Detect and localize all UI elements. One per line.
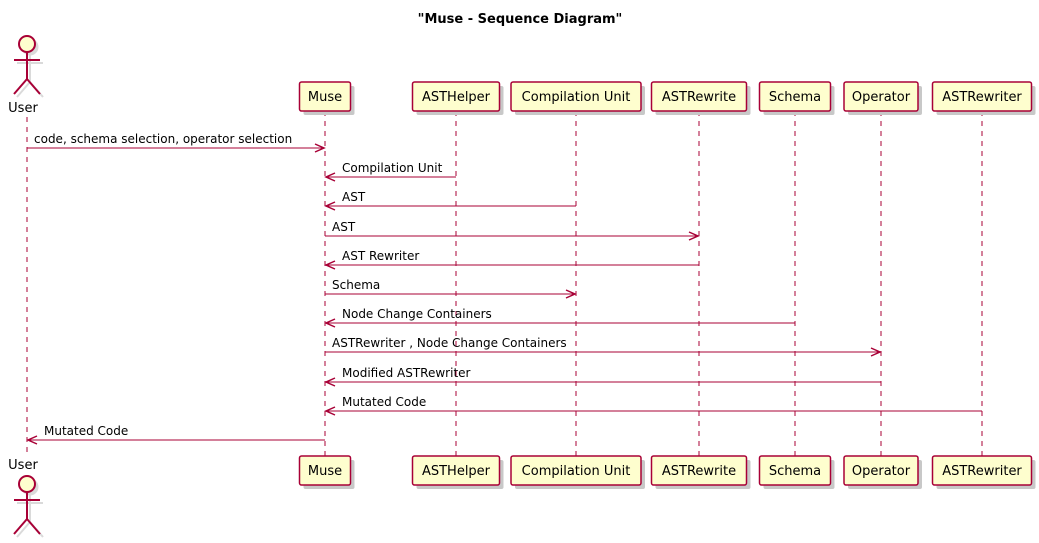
message-1: code, schema selection, operator selecti…: [27, 132, 326, 153]
message-9: Modified ASTRewriter: [324, 366, 881, 387]
message-label: Mutated Code: [342, 395, 426, 409]
participant-label: ASTHelper: [422, 464, 491, 479]
actor-label: User: [8, 458, 38, 473]
message-3: AST: [324, 190, 576, 211]
participant-label: Operator: [852, 90, 911, 105]
message-label: Node Change Containers: [342, 307, 492, 321]
message-label: ASTRewriter , Node Change Containers: [332, 336, 567, 350]
arrowhead-icon: [870, 347, 882, 357]
message-7: Node Change Containers: [324, 307, 795, 328]
participant-cu-bottom: Compilation Unit: [510, 455, 645, 489]
message-10: Mutated Code: [324, 395, 982, 416]
participant-asthelper-bottom: ASTHelper: [411, 455, 504, 489]
participant-label: ASTRewriter: [942, 464, 1022, 479]
actor-user-top: User: [8, 35, 44, 116]
arrowhead-icon: [688, 231, 700, 241]
stick-figure-actor-icon: [13, 35, 44, 98]
message-label: code, schema selection, operator selecti…: [34, 132, 292, 146]
message-label: AST: [332, 220, 356, 234]
participant-operator-bottom: Operator: [843, 455, 922, 489]
actor-user-bottom: User: [8, 458, 44, 538]
stick-figure-actor-icon: [13, 475, 44, 538]
participant-label: ASTRewrite: [662, 90, 736, 105]
participant-muse-top: Muse: [298, 81, 355, 115]
message-5: AST Rewriter: [324, 249, 699, 270]
participant-cu-top: Compilation Unit: [510, 81, 645, 115]
participant-astrewrite-bottom: ASTRewrite: [650, 455, 751, 489]
message-8: ASTRewriter , Node Change Containers: [325, 336, 882, 357]
participant-label: ASTRewriter: [942, 90, 1022, 105]
participant-astrewrite-top: ASTRewrite: [650, 81, 751, 115]
message-11: Mutated Code: [26, 424, 325, 445]
arrowhead-icon: [324, 318, 336, 328]
arrowhead-icon: [565, 289, 577, 299]
arrowhead-icon: [324, 377, 336, 387]
message-label: AST: [342, 190, 366, 204]
message-2: Compilation Unit: [324, 161, 456, 182]
participant-label: Muse: [308, 90, 342, 105]
participant-astrewriter-top: ASTRewriter: [931, 81, 1036, 115]
participant-astrewriter-bottom: ASTRewriter: [931, 455, 1036, 489]
arrowhead-icon: [324, 260, 336, 270]
participant-muse-bottom: Muse: [298, 455, 355, 489]
message-label: Modified ASTRewriter: [342, 366, 471, 380]
participant-label: Muse: [308, 464, 342, 479]
message-label: Schema: [332, 278, 380, 292]
actor-label: User: [8, 101, 38, 116]
arrowhead-icon: [314, 143, 326, 153]
participant-label: ASTHelper: [422, 90, 491, 105]
message-label: Compilation Unit: [342, 161, 443, 175]
participant-label: Schema: [769, 90, 821, 105]
participant-label: Compilation Unit: [522, 464, 631, 479]
arrowhead-icon: [26, 435, 38, 445]
message-6: Schema: [325, 278, 577, 299]
participant-schema-bottom: Schema: [758, 455, 835, 489]
arrowhead-icon: [324, 172, 336, 182]
participant-label: Operator: [852, 464, 911, 479]
participant-label: Schema: [769, 464, 821, 479]
participant-schema-top: Schema: [758, 81, 835, 115]
message-4: AST: [325, 220, 700, 241]
message-label: Mutated Code: [44, 424, 128, 438]
participant-operator-top: Operator: [843, 81, 922, 115]
arrowhead-icon: [324, 201, 336, 211]
message-label: AST Rewriter: [342, 249, 419, 263]
participant-label: Compilation Unit: [522, 90, 631, 105]
participant-label: ASTRewrite: [662, 464, 736, 479]
participant-asthelper-top: ASTHelper: [411, 81, 504, 115]
arrowhead-icon: [324, 406, 336, 416]
diagram-title: "Muse - Sequence Diagram": [418, 12, 623, 27]
